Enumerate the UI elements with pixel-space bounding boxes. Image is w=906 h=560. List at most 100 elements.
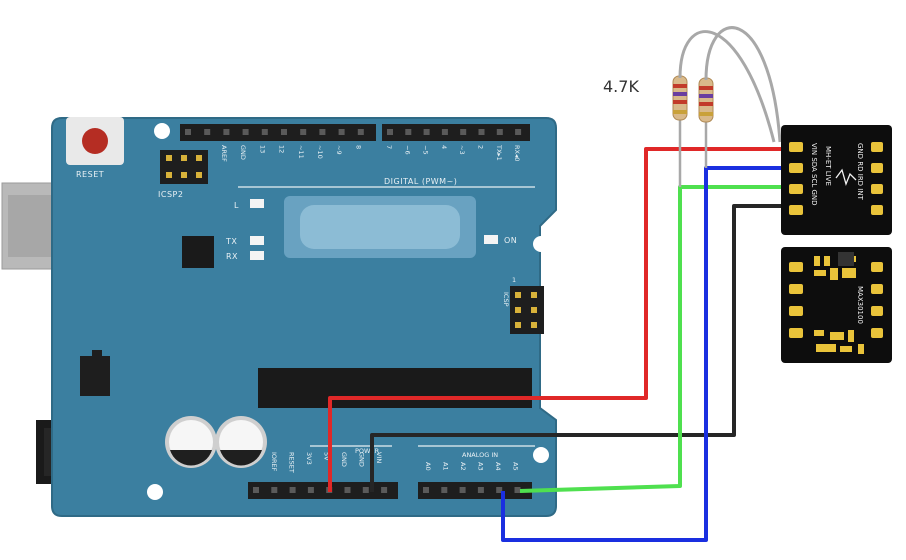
- sensor-module: VIN SDA SCL GND MH-ET LIVE GND RD IRD IN…: [781, 125, 892, 235]
- header-pin: [307, 487, 314, 493]
- header-pin: [253, 487, 259, 493]
- led-tx-label: TX: [225, 237, 237, 246]
- mounting-hole: [533, 447, 549, 463]
- header-pin: [338, 129, 345, 135]
- atmega-chip: [258, 368, 532, 408]
- pin-label: RX◂0: [513, 145, 521, 161]
- header-pin: [460, 129, 467, 135]
- header-pin: [281, 129, 287, 135]
- pin-label: RESET: [288, 452, 296, 473]
- pin-label: 2: [477, 145, 485, 149]
- header-pin: [423, 487, 429, 493]
- header-pin: [289, 487, 296, 493]
- capacitor: [165, 416, 217, 468]
- icsp2-pins: [166, 155, 202, 178]
- header-pin: [357, 129, 364, 135]
- pin-label: 3V3: [305, 452, 313, 465]
- header-pin: [496, 487, 503, 493]
- pin-label: A0: [424, 462, 432, 471]
- sensor-left-pins-label: VIN SDA SCL GND: [810, 143, 818, 206]
- header-pin: [423, 129, 430, 135]
- header-pin: [496, 129, 503, 135]
- digital-header-pins: [185, 129, 522, 135]
- digital-label: DIGITAL (PWM~): [384, 177, 457, 186]
- pin-label: 12: [278, 145, 286, 153]
- header-pin: [204, 129, 211, 135]
- wire-red: [328, 147, 786, 492]
- pin-label: TX▸1: [495, 144, 503, 161]
- pin-label: VIN: [375, 452, 383, 463]
- header-pin: [300, 129, 307, 135]
- pin-label: A4: [494, 462, 502, 471]
- header-pin: [271, 487, 278, 493]
- led-rx: [250, 251, 264, 260]
- pin-label: GND: [358, 452, 366, 467]
- usb-chip: [182, 236, 214, 268]
- pin-label: ~6: [403, 145, 411, 155]
- pin-label: 13: [258, 145, 266, 153]
- icsp-label: ICSP: [502, 292, 510, 307]
- analog-in-label: ANALOG IN: [462, 451, 498, 459]
- header-pin: [185, 129, 191, 135]
- led-rx-label: RX: [226, 252, 238, 261]
- mounting-hole: [533, 236, 549, 252]
- pin-label: ~3: [458, 145, 466, 155]
- pin-label: 8: [354, 145, 362, 149]
- pin-label: IOREF: [270, 452, 278, 472]
- pin-label: GND: [239, 145, 247, 160]
- wire-grey: [678, 30, 776, 143]
- pin-label: 7: [385, 145, 393, 149]
- header-pin: [441, 487, 448, 493]
- pin-label: ~11: [297, 145, 305, 159]
- max30100-chip: [838, 252, 854, 266]
- bottom-header-pins: [253, 487, 521, 493]
- header-pin: [362, 487, 369, 493]
- header-pin: [242, 129, 249, 135]
- digital-header-right: [382, 124, 530, 141]
- wire-grey: [704, 26, 782, 143]
- sensor-right-pins-label: GND RD IRD INT: [856, 143, 864, 201]
- chip-label: MAX30100: [856, 286, 864, 324]
- pin-label: A5: [512, 462, 520, 471]
- voltage-regulator: [80, 356, 110, 396]
- header-pin: [387, 129, 393, 135]
- led-l: [250, 199, 264, 208]
- header-pin: [261, 129, 268, 135]
- icsp2-label: ICSP2: [158, 190, 183, 199]
- sensor-left-pads: [789, 142, 803, 215]
- header-pin: [477, 487, 484, 493]
- digital-header-left: [180, 124, 376, 141]
- mounting-hole: [147, 484, 163, 500]
- led-on-label: ON: [504, 236, 517, 245]
- led-tx: [250, 236, 264, 245]
- pin-label: A2: [459, 462, 467, 471]
- pin-label: ~9: [335, 145, 343, 155]
- resistor-4k7: [698, 77, 714, 123]
- pin-label: 4: [440, 145, 448, 149]
- header-pin: [405, 129, 412, 135]
- capacitor: [215, 416, 267, 468]
- chip-right-pads: [871, 262, 883, 338]
- icsp-pins: [515, 292, 537, 328]
- led-on: [484, 235, 498, 244]
- header-pin: [515, 129, 522, 135]
- heartbeat-icon: [835, 168, 857, 187]
- power-header: [248, 482, 398, 499]
- wire-blue: [501, 166, 786, 542]
- wire-black: [370, 204, 786, 492]
- mounting-hole: [154, 123, 170, 139]
- header-pin: [441, 129, 448, 135]
- header-pin: [381, 487, 388, 493]
- sensor-brand-label: MH-ET LIVE: [824, 146, 832, 186]
- chip-module: MAX30100: [781, 247, 892, 363]
- header-pin: [514, 487, 521, 493]
- chip-left-pads: [789, 262, 803, 338]
- reset-button-cap: [82, 128, 108, 154]
- pin-label: GND: [340, 452, 348, 467]
- header-pin: [319, 129, 326, 135]
- pin-label: ~5: [422, 145, 430, 155]
- pin-label: ~10: [316, 145, 324, 159]
